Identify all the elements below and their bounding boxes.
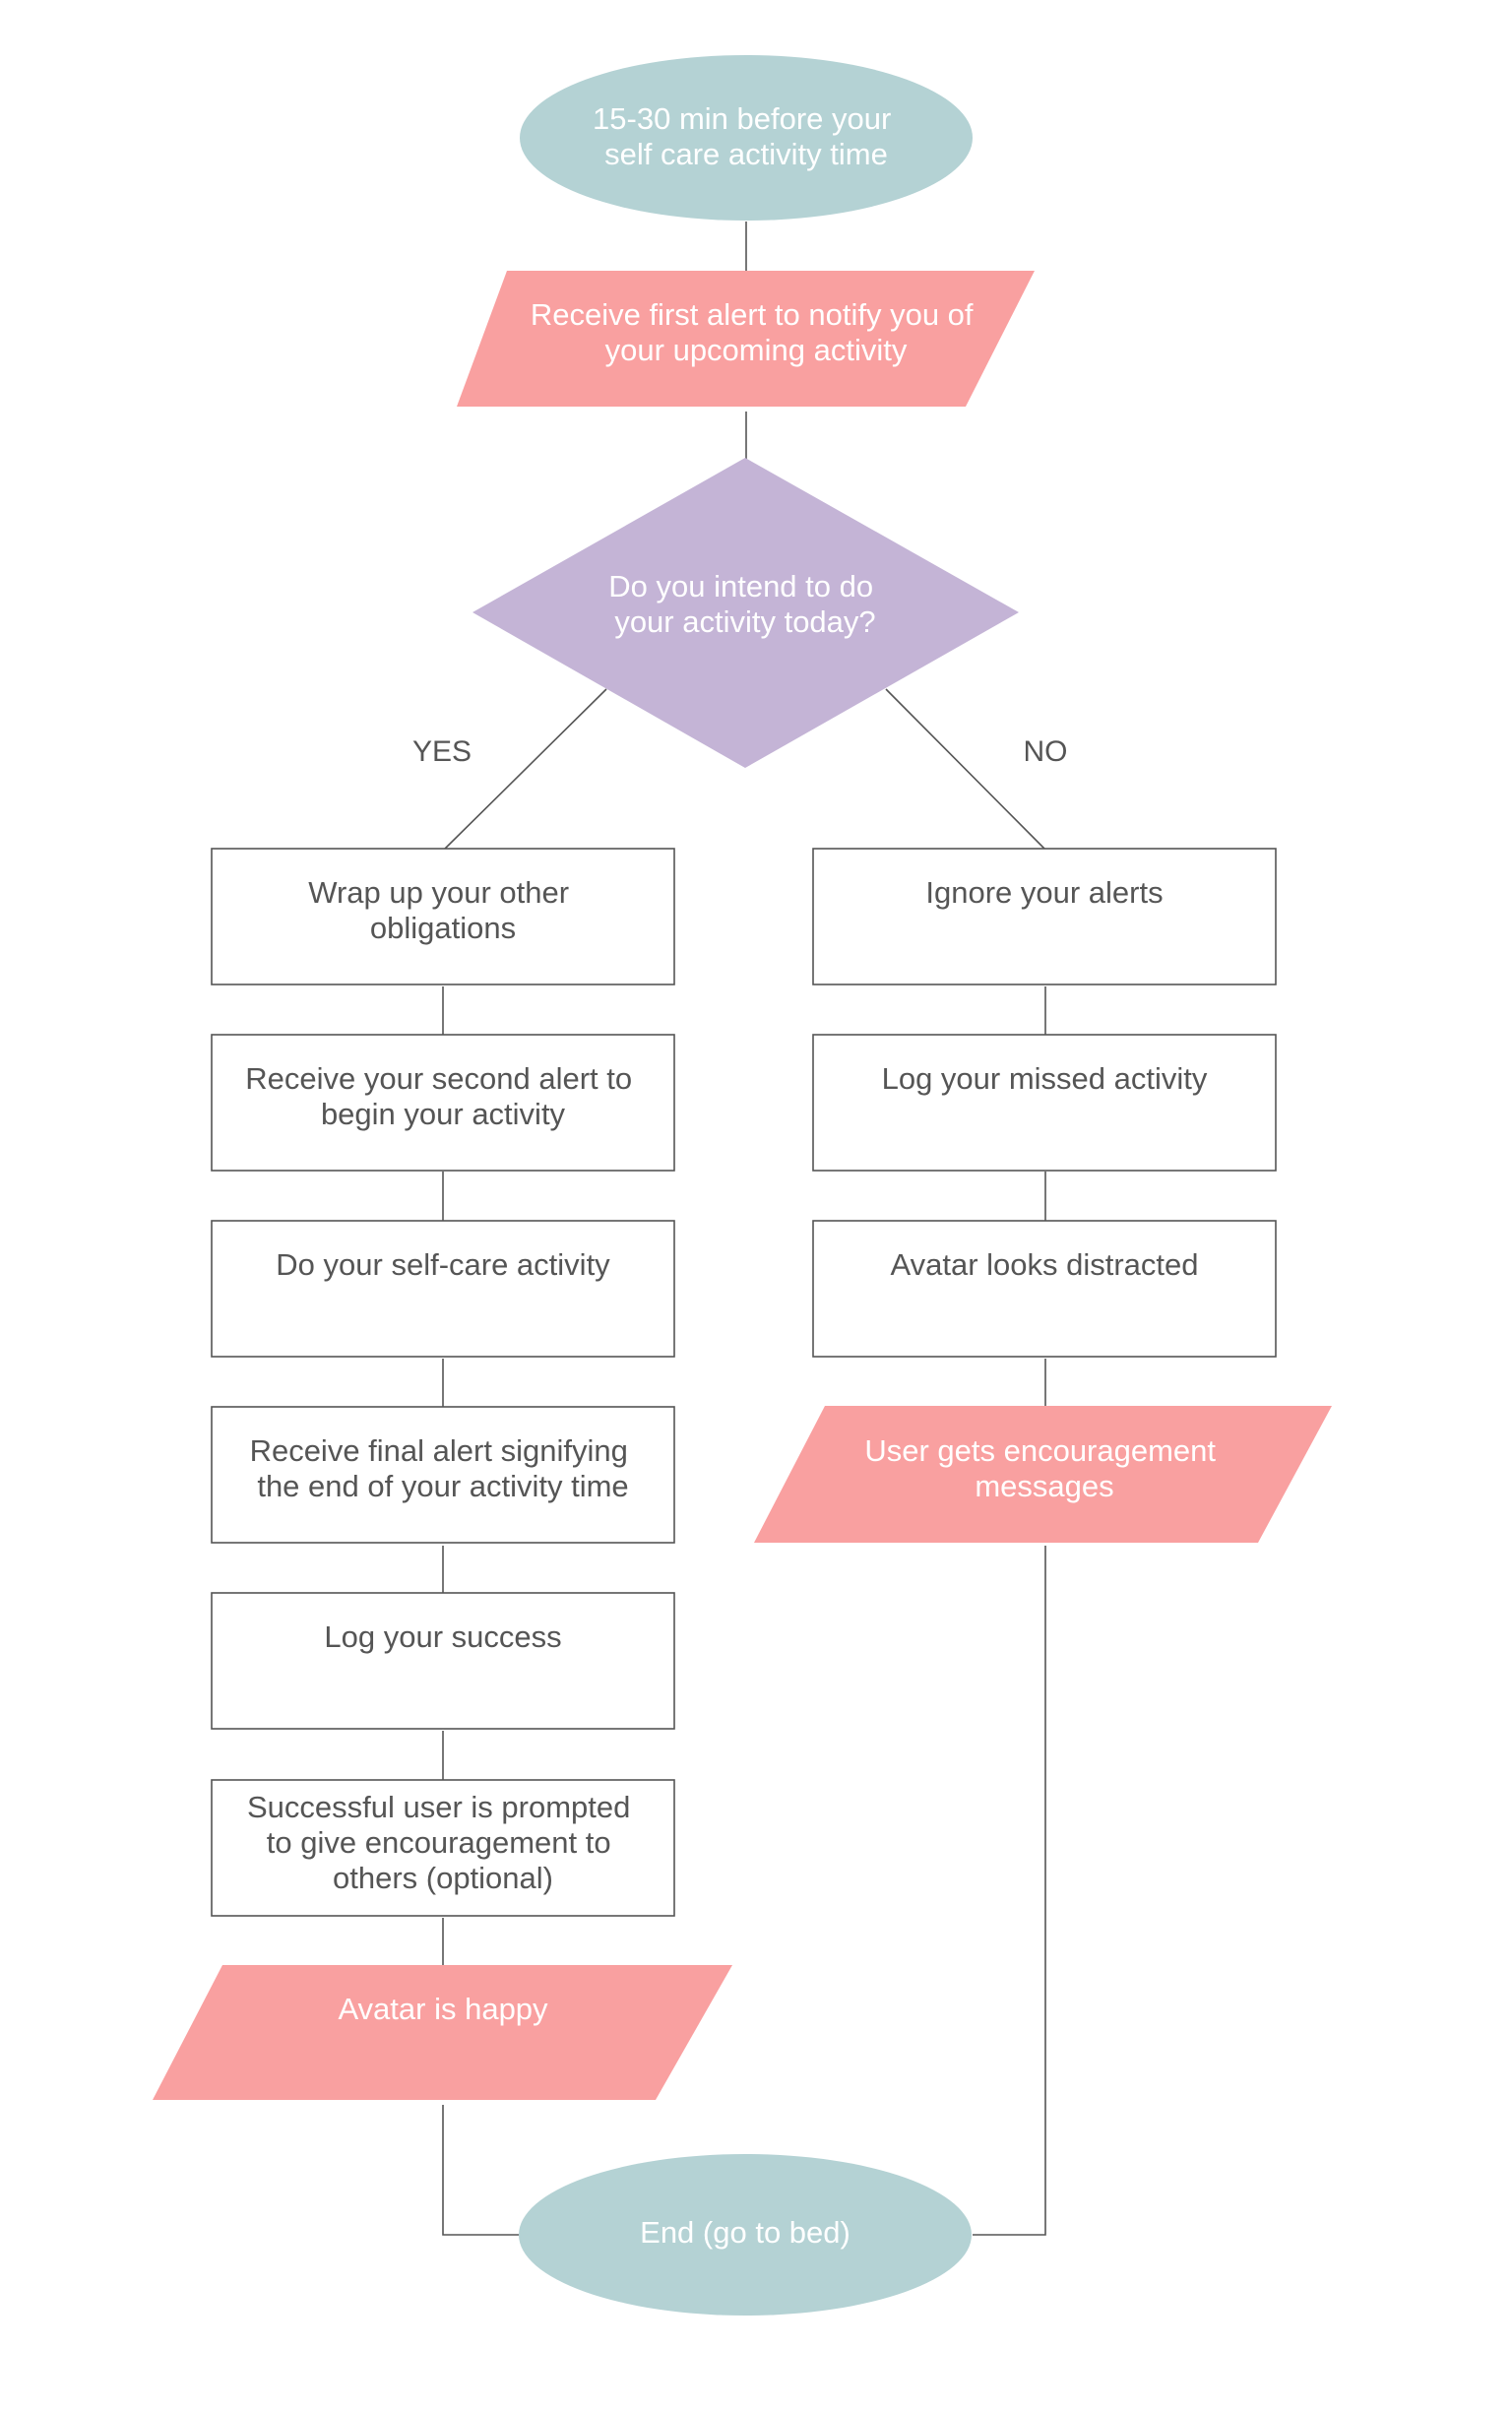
avatar-happy-shape: [153, 1965, 732, 2100]
connector-decision-no: [885, 688, 1046, 851]
connectors: [442, 222, 1046, 2236]
no-branch: Ignore your alerts Log your missed activ…: [754, 848, 1332, 1543]
end-label: End (go to bed): [640, 2215, 850, 2250]
connector-decision-yes: [443, 688, 607, 851]
encouragement-shape: [754, 1406, 1332, 1543]
process-box: [812, 848, 1277, 985]
process-box: [211, 1406, 675, 1544]
process-box: [812, 1034, 1277, 1172]
encouragement-label: User gets encouragement messages: [864, 1433, 1224, 1503]
connector-no-io-end: [973, 1546, 1046, 2236]
decision-node: Do you intend to do your activity today?: [472, 458, 1019, 768]
process-label: Wrap up your other obligations: [308, 875, 577, 945]
process-box: [211, 1034, 675, 1172]
process-label: Do your self-care activity: [276, 1247, 610, 1282]
branch-no-label: NO: [1024, 735, 1068, 768]
process-label: Avatar looks distracted: [890, 1247, 1198, 1282]
process-label: Ignore your alerts: [925, 875, 1163, 910]
process-box: [211, 848, 675, 985]
process-box: [211, 1220, 675, 1358]
end-terminal: End (go to bed): [519, 2154, 972, 2316]
decision-label: Do you intend to do your activity today?: [608, 569, 881, 639]
first-alert-shape: [457, 271, 1035, 407]
process-box: [812, 1220, 1277, 1358]
end-ellipse: [519, 2154, 972, 2316]
avatar-happy-label: Avatar is happy: [338, 1992, 548, 2026]
start-ellipse: [520, 55, 973, 221]
first-alert-label: Receive first alert to notify you of you…: [531, 297, 981, 367]
process-label: Receive final alert signifying the end o…: [250, 1433, 637, 1503]
connector-yes-io-end: [442, 2105, 520, 2236]
process-label: Log your missed activity: [882, 1061, 1208, 1096]
process-box: [211, 1592, 675, 1730]
first-alert-io: Receive first alert to notify you of you…: [457, 271, 1035, 407]
process-label: Successful user is prompted to give enco…: [247, 1790, 639, 1895]
start-label: 15-30 min before your self care activity…: [593, 101, 900, 171]
process-label: Log your success: [324, 1619, 561, 1654]
branch-yes-label: YES: [412, 735, 472, 768]
process-label: Receive your second alert to begin your …: [245, 1061, 641, 1131]
start-terminal: 15-30 min before your self care activity…: [520, 55, 973, 221]
process-box: [211, 1779, 675, 1917]
decision-diamond: [472, 458, 1019, 768]
yes-branch: Wrap up your other obligations Receive y…: [153, 848, 732, 2100]
